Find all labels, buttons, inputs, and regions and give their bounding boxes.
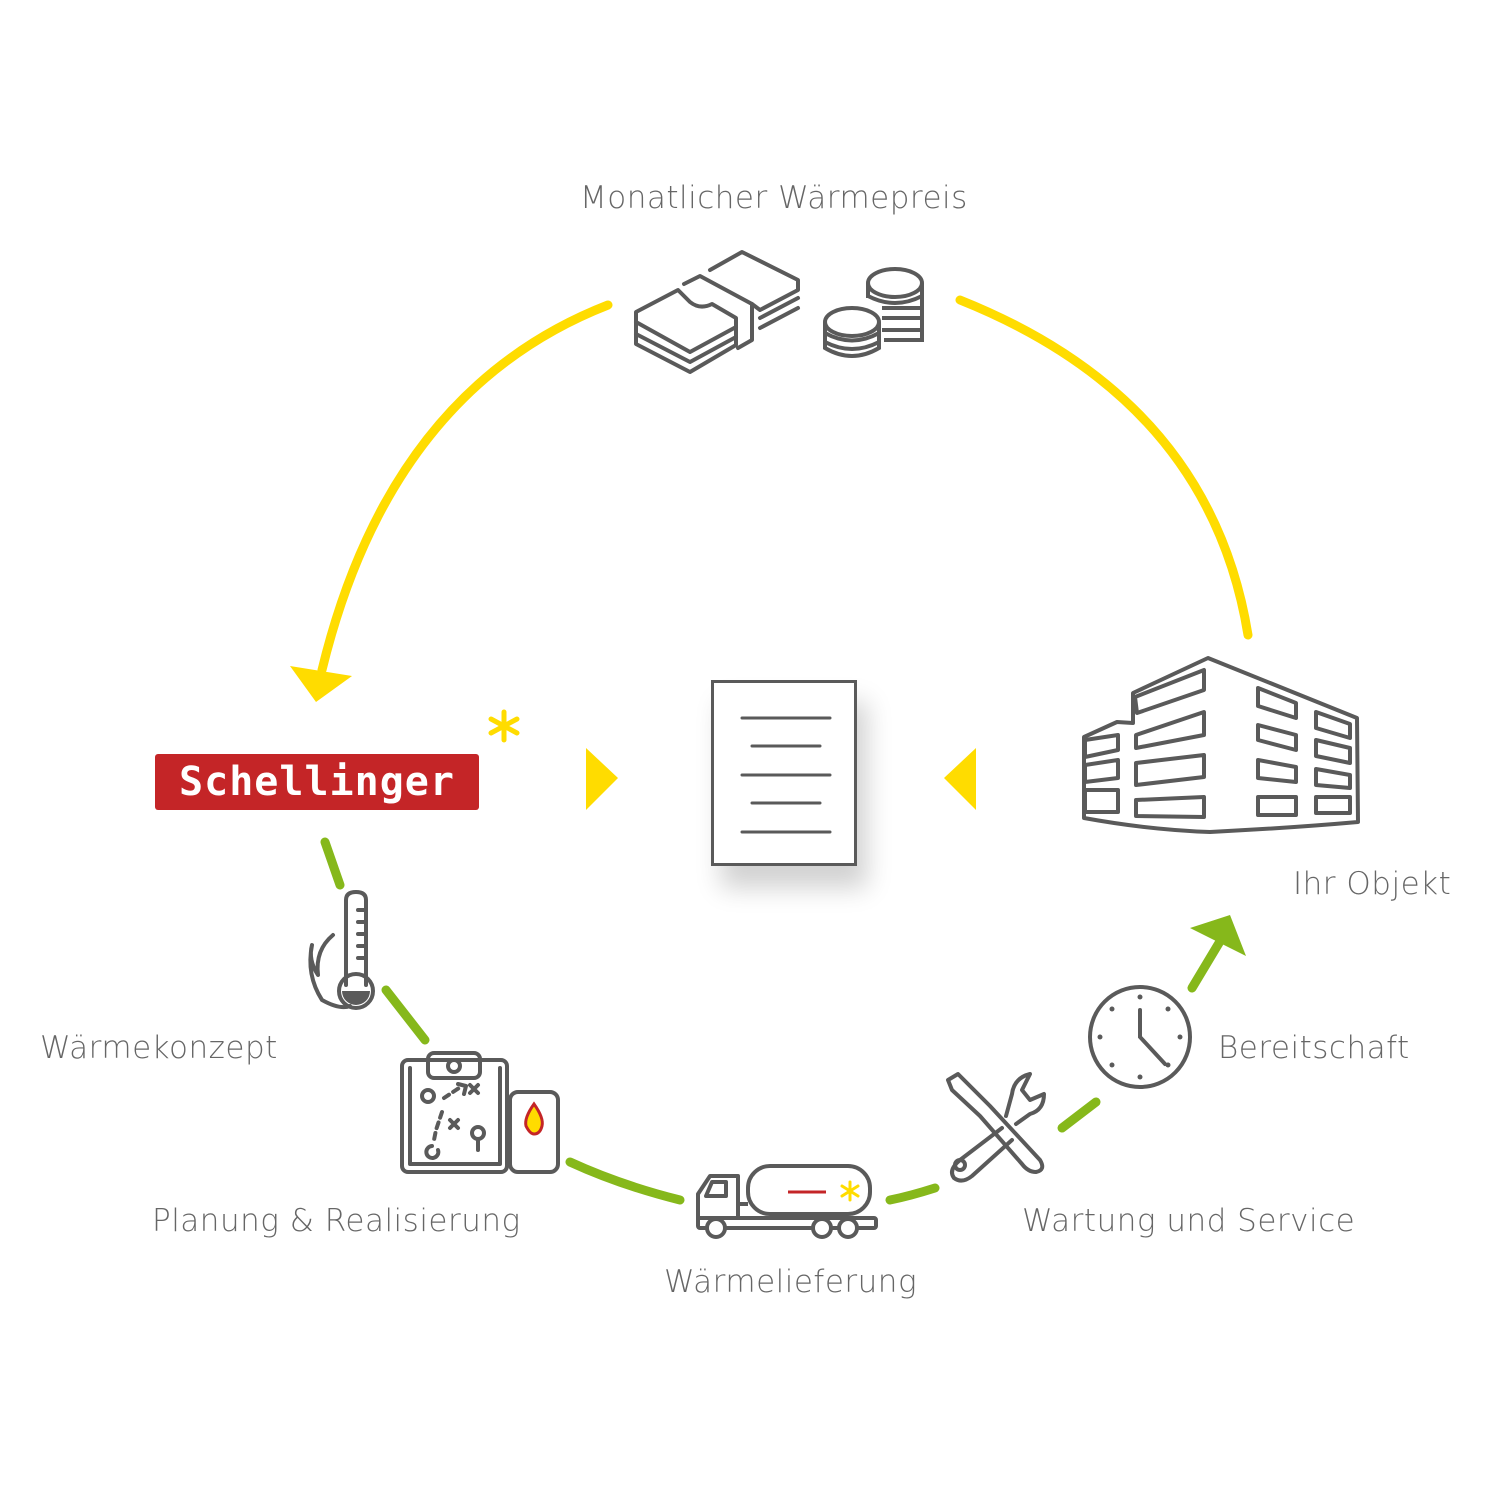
coin-stacks-icon — [823, 267, 924, 358]
money-stack-icon — [634, 250, 800, 374]
label-property: Ihr Objekt — [1293, 866, 1452, 902]
green-arrowhead — [1190, 915, 1246, 956]
label-delivery: Wärmelieferung — [664, 1264, 918, 1300]
yellow-arrowhead-down — [290, 666, 352, 702]
label-heat-concept: Wärmekonzept — [40, 1030, 278, 1066]
fuel-tank-icon — [508, 1090, 560, 1174]
yellow-arc-left — [317, 300, 613, 675]
label-planning: Planung & Realisierung — [152, 1203, 521, 1239]
label-maintenance: Wartung und Service — [1022, 1203, 1356, 1239]
yellow-triangle-right — [586, 748, 618, 810]
logo-text: Schellinger — [179, 759, 455, 805]
label-standby: Bereitschaft — [1218, 1030, 1410, 1066]
contract-document-icon — [711, 680, 857, 866]
yellow-triangle-left — [944, 748, 976, 810]
yellow-arc-right — [955, 295, 1253, 640]
green-dashed-path — [320, 837, 1227, 1205]
schellinger-logo: Schellinger — [155, 754, 479, 810]
label-monthly-price: Monatlicher Wärmepreis — [580, 180, 968, 216]
